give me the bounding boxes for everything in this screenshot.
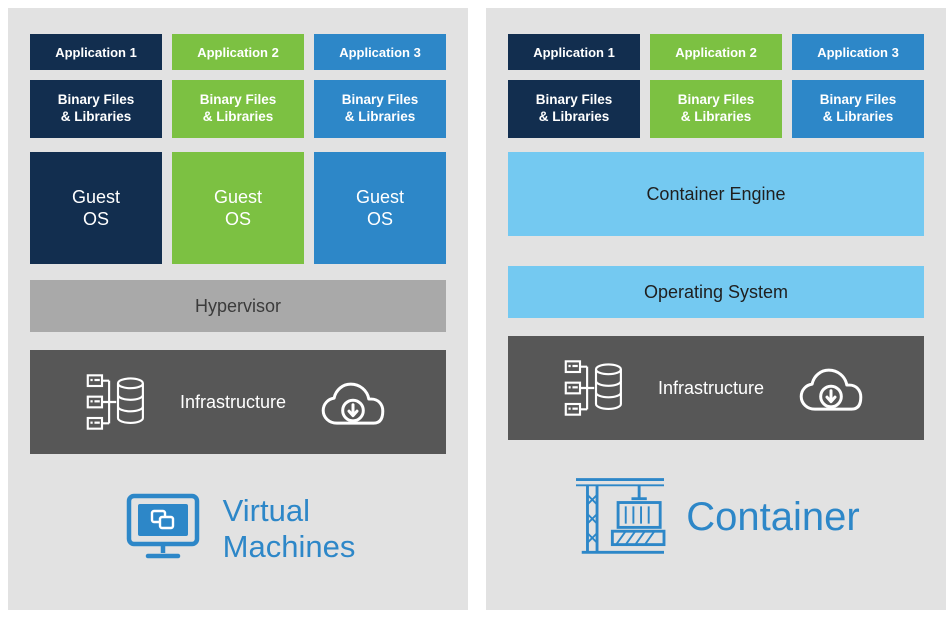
- app-label: Application 1: [55, 44, 137, 60]
- applications-row: Application 1 Application 2 Application …: [30, 34, 446, 70]
- caption-label: Virtual Machines: [222, 492, 356, 564]
- binaries-row: Binary Files & Libraries Binary Files & …: [508, 70, 924, 138]
- infrastructure-label: Infrastructure: [657, 377, 765, 398]
- app-label: Application 2: [675, 44, 757, 60]
- operating-system-bar: Operating System: [508, 266, 924, 318]
- infrastructure-bar: Infrastructure: [508, 336, 924, 440]
- container-crane-icon: [572, 470, 668, 563]
- hypervisor-bar: Hypervisor: [30, 280, 446, 332]
- binary-label: Binary Files & Libraries: [57, 92, 135, 124]
- guest-os-block: Guest OS: [172, 152, 304, 264]
- app-block: Application 2: [650, 34, 782, 70]
- guest-os-block: Guest OS: [30, 152, 162, 264]
- app-label: Application 3: [339, 44, 421, 60]
- cloud-download-icon: [794, 361, 868, 416]
- app-label: Application 2: [197, 44, 279, 60]
- binaries-row: Binary Files & Libraries Binary Files & …: [30, 70, 446, 138]
- servers-database-icon: [564, 359, 628, 417]
- operating-system-label: Operating System: [643, 281, 789, 302]
- binary-label: Binary Files & Libraries: [341, 92, 419, 124]
- container-panel: Application 1 Application 2 Application …: [486, 8, 946, 610]
- virtual-machines-panel: Application 1 Application 2 Application …: [8, 8, 468, 610]
- app-block: Application 3: [792, 34, 924, 70]
- infrastructure-label: Infrastructure: [179, 391, 287, 412]
- guest-os-block: Guest OS: [314, 152, 446, 264]
- app-block: Application 2: [172, 34, 304, 70]
- caption-label: Container: [686, 494, 860, 539]
- applications-row: Application 1 Application 2 Application …: [508, 34, 924, 70]
- virtual-machine-monitor-icon: [121, 484, 205, 573]
- app-label: Application 1: [533, 44, 615, 60]
- app-block: Application 1: [30, 34, 162, 70]
- guest-os-label: Guest OS: [355, 186, 405, 230]
- app-block: Application 3: [314, 34, 446, 70]
- binary-block: Binary Files & Libraries: [30, 80, 162, 138]
- virtual-machines-caption: Virtual Machines: [30, 484, 446, 573]
- binary-block: Binary Files & Libraries: [508, 80, 640, 138]
- container-engine-label: Container Engine: [646, 183, 786, 204]
- binary-block: Binary Files & Libraries: [650, 80, 782, 138]
- app-block: Application 1: [508, 34, 640, 70]
- binary-block: Binary Files & Libraries: [792, 80, 924, 138]
- guest-os-row: Guest OS Guest OS Guest OS: [30, 138, 446, 264]
- container-engine-bar: Container Engine: [508, 152, 924, 236]
- guest-os-label: Guest OS: [213, 186, 263, 230]
- cloud-download-icon: [316, 375, 390, 430]
- app-label: Application 3: [817, 44, 899, 60]
- binary-block: Binary Files & Libraries: [314, 80, 446, 138]
- infrastructure-bar: Infrastructure: [30, 350, 446, 454]
- binary-label: Binary Files & Libraries: [535, 92, 613, 124]
- binary-label: Binary Files & Libraries: [819, 92, 897, 124]
- hypervisor-label: Hypervisor: [194, 295, 282, 316]
- binary-label: Binary Files & Libraries: [677, 92, 755, 124]
- guest-os-label: Guest OS: [71, 186, 121, 230]
- binary-label: Binary Files & Libraries: [199, 92, 277, 124]
- binary-block: Binary Files & Libraries: [172, 80, 304, 138]
- container-caption: Container: [508, 470, 924, 563]
- servers-database-icon: [86, 373, 150, 431]
